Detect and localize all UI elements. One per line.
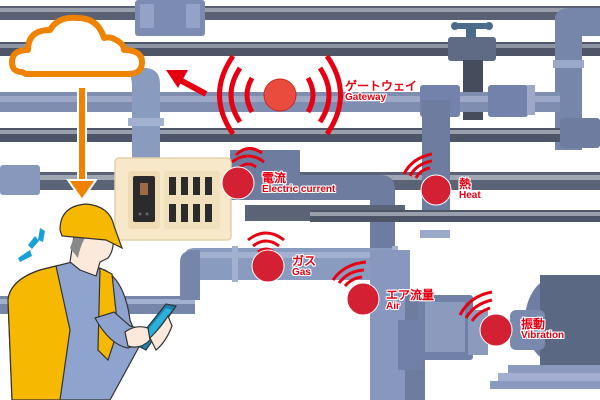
- sensor-label-vibration: 振動 Vibration: [521, 318, 564, 341]
- cloud-icon: [9, 14, 145, 77]
- sensor-label-en: Heat: [459, 189, 481, 201]
- gateway-to-cloud-arrow: [166, 70, 208, 97]
- sensor-electric: [221, 147, 265, 200]
- worker-with-tablet-icon: [7, 203, 178, 400]
- alert-marks: [18, 228, 45, 262]
- sensor-label-en: Gas: [292, 266, 311, 278]
- sensor-label-jp: 熱: [459, 177, 472, 191]
- sensor-air: [331, 260, 380, 316]
- sensor-label-en: Air: [386, 300, 400, 312]
- gateway-broadcast: [217, 54, 343, 136]
- sensor-heat: [402, 152, 452, 206]
- sensor-gas: [247, 231, 285, 283]
- gateway-label-en: Gateway: [345, 91, 387, 103]
- sensor-label-heat: 熱 Heat: [459, 178, 481, 201]
- gateway-label-jp: ゲートウェイ: [345, 79, 418, 93]
- sensor-label-jp: ガス: [292, 254, 317, 268]
- cloud-to-worker-arrow: [66, 86, 98, 202]
- sensor-label-electric: 電流 Electric current: [262, 172, 335, 195]
- sensor-label-en: Electric current: [262, 183, 336, 195]
- sensor-label-jp: 振動: [521, 317, 546, 331]
- sensor-label-jp: エア流量: [386, 288, 435, 302]
- sensor-label-gas: ガス Gas: [292, 255, 316, 278]
- sensor-label-air: エア流量 Air: [386, 289, 434, 312]
- gateway-label: ゲートウェイ Gateway: [345, 80, 417, 103]
- sensor-vibration: [458, 290, 513, 347]
- sensor-label-jp: 電流: [262, 171, 287, 185]
- electrical-panel: [114, 157, 232, 241]
- sensor-label-en: Vibration: [521, 329, 565, 341]
